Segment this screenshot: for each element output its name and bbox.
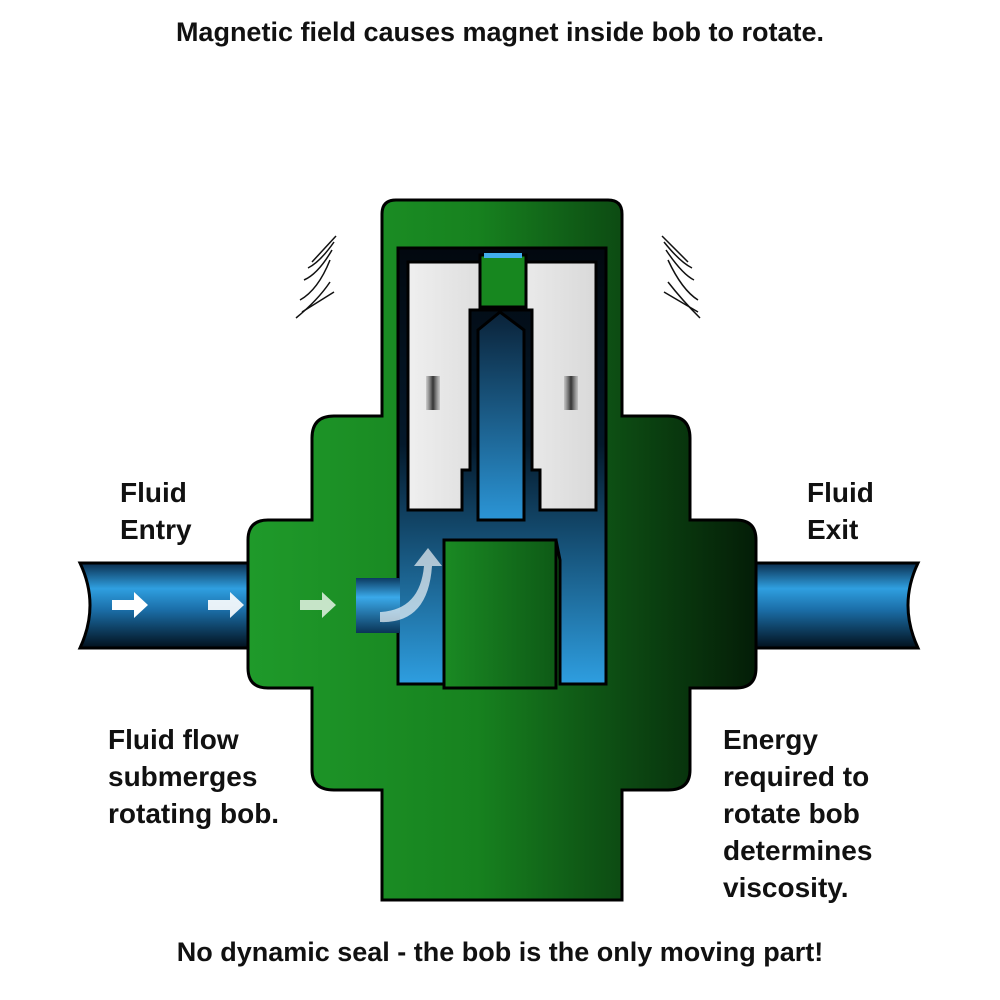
fluid-entry-label: Fluid Entry xyxy=(120,474,192,548)
flow-caption-line-3: rotating bob. xyxy=(108,798,280,829)
magnet-right xyxy=(564,376,578,410)
center-post xyxy=(442,538,558,690)
field-lines-icon xyxy=(295,235,701,319)
curved-arrow-icon xyxy=(380,548,442,623)
fluid-exit-line-1: Fluid xyxy=(807,477,874,508)
diagram-title: Magnetic field causes magnet inside bob … xyxy=(175,17,825,47)
energy-caption-line-2: required to xyxy=(723,761,870,792)
diagram-footer: No dynamic seal - the bob is the only mo… xyxy=(176,937,824,967)
magnet-left xyxy=(426,376,440,410)
fluid-exit-line-2: Exit xyxy=(807,514,859,545)
rotating-bob xyxy=(406,260,598,522)
fluid-entry-line-1: Fluid xyxy=(120,477,187,508)
energy-caption-line-1: Energy xyxy=(723,724,818,755)
right-arrow-icon xyxy=(112,592,336,618)
energy-caption-line-3: rotate bob xyxy=(723,798,860,829)
fluid-exit-label: Fluid Exit xyxy=(807,474,874,548)
energy-caption-line-4: determines xyxy=(723,835,873,866)
fluid-entry-line-2: Entry xyxy=(120,514,192,545)
energy-caption: Energy required to rotate bob determines… xyxy=(723,721,872,906)
flow-caption-line-2: submerges xyxy=(108,761,258,792)
bearing-cap xyxy=(478,253,528,309)
inlet-passage xyxy=(356,578,400,633)
fluid-flow-caption: Fluid flow submerges rotating bob. xyxy=(108,721,279,832)
flow-caption-line-1: Fluid flow xyxy=(108,724,239,755)
energy-caption-line-5: viscosity. xyxy=(723,872,849,903)
